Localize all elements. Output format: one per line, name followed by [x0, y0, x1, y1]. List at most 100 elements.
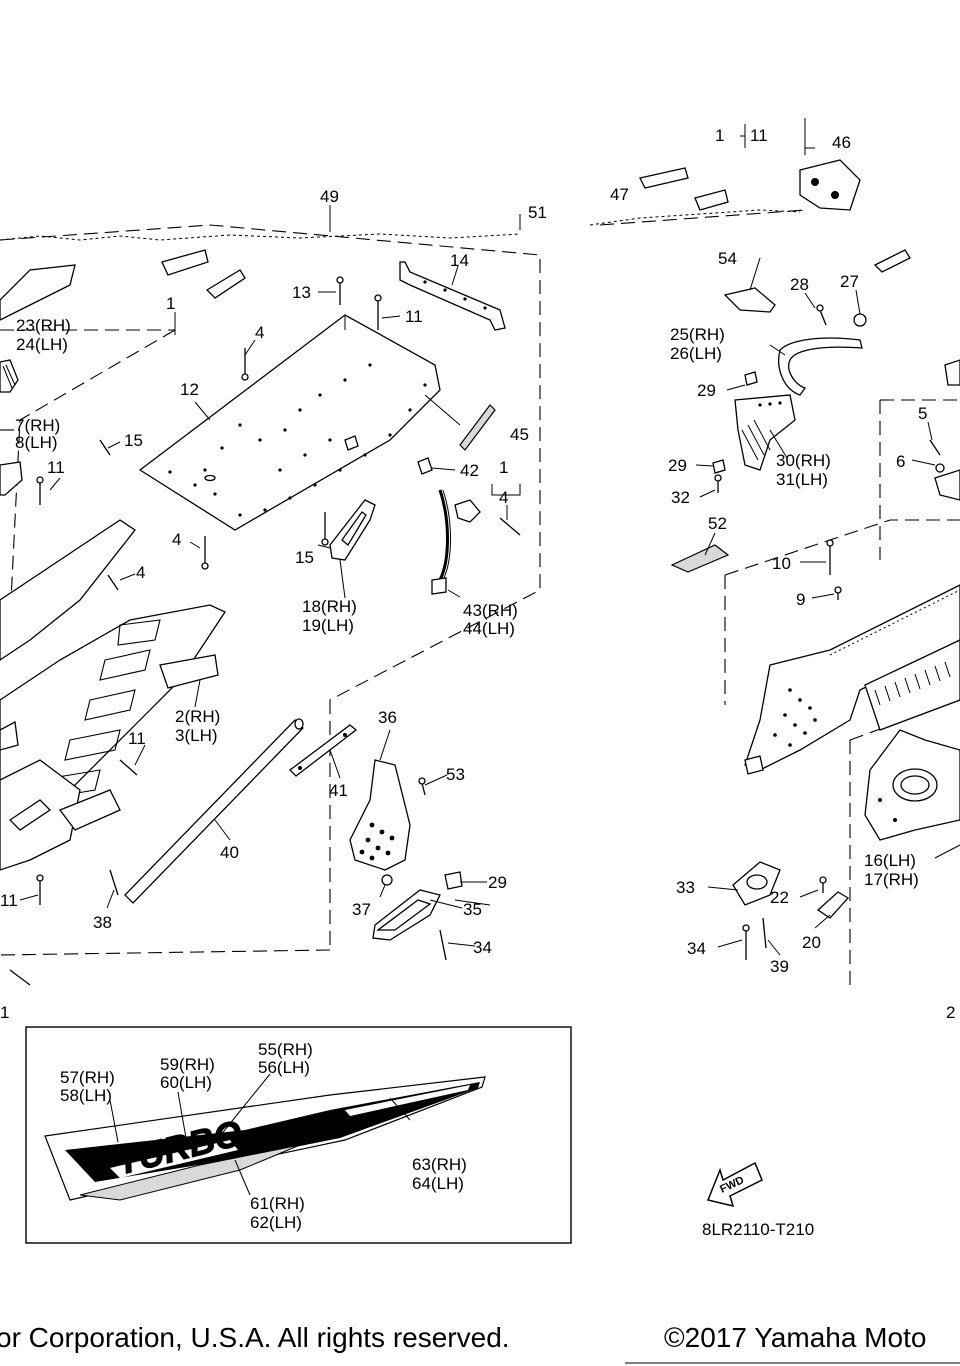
bracket-14: [399, 261, 506, 331]
decal-subtext: 129: [315, 1110, 340, 1130]
callout-18-rh: 18(RH): [302, 597, 357, 616]
rail-41: [289, 724, 358, 777]
callout-36: 36: [378, 708, 397, 727]
callout-39: 39: [770, 957, 789, 976]
callout-20: 20: [802, 933, 821, 952]
callout-28: 28: [790, 275, 809, 294]
callout-29: 29: [668, 456, 687, 475]
callout-5: 5: [918, 404, 927, 423]
callout-35: 35: [463, 900, 482, 919]
callout-34: 34: [687, 939, 706, 958]
callout-26-lh: 26(LH): [670, 344, 722, 363]
callout-38: 38: [93, 913, 112, 932]
right-edge-fragments: [934, 359, 960, 501]
callout-25-rh: 25(RH): [670, 325, 725, 344]
footer-copyright-left: or Corporation, U.S.A. All rights reserv…: [0, 1322, 510, 1353]
callout-1: 1: [0, 1003, 9, 1022]
callout-11: 11: [0, 891, 18, 910]
callout-1: 1: [166, 294, 175, 313]
callout-46: 46: [832, 133, 851, 152]
callout-12: 12: [180, 380, 199, 399]
callout-15: 15: [124, 431, 143, 450]
callout-41: 41: [329, 781, 348, 800]
callout-4: 4: [255, 323, 264, 342]
tunnel-cover-12: [138, 314, 441, 531]
callout-4: 4: [136, 563, 145, 582]
fwd-arrow-icon: FWD: [706, 1161, 763, 1208]
callout-10: 10: [772, 554, 791, 573]
decal-45: [459, 404, 496, 451]
handle-25-26: [778, 337, 863, 396]
callout-3-lh: 3(LH): [175, 726, 218, 745]
callout-17-rh: 17(RH): [864, 870, 919, 889]
callout-32: 32: [671, 488, 690, 507]
plate-33: [732, 861, 781, 906]
callout-14: 14: [450, 251, 469, 270]
bracket-46: [799, 118, 861, 211]
callout-11: 11: [405, 307, 423, 326]
vent-18-19: [329, 499, 376, 561]
callout-45: 45: [510, 425, 529, 444]
callout-8-lh: 8(LH): [15, 433, 58, 452]
callout-44-lh: 44(LH): [463, 619, 515, 638]
callout-29: 29: [488, 873, 507, 892]
callout-22: 22: [770, 888, 789, 907]
diagram-code: 8LR2110-T210: [702, 1220, 815, 1239]
callout-34: 34: [473, 938, 492, 957]
callout-30-rh: 30(RH): [776, 451, 831, 470]
callout-labels: 1 11 46 47 49 51 14 54 28 27 1 13 11 23(…: [0, 126, 955, 1022]
strap-43-44: [431, 489, 481, 595]
callout-54: 54: [718, 249, 737, 268]
rod-40: [124, 718, 304, 904]
pad-52: [670, 544, 730, 573]
callout-63-rh: 63(RH): [412, 1155, 467, 1174]
callout-40: 40: [220, 843, 239, 862]
callout-56-lh: 56(LH): [258, 1058, 310, 1077]
callout-58-lh: 58(LH): [60, 1086, 112, 1105]
cover-panels: [0, 167, 911, 321]
callout-11: 11: [47, 458, 65, 477]
decal-inset: TURBO 129 55(RH) 56(LH) 57(RH) 59(RH) 58…: [25, 1026, 572, 1244]
callout-52: 52: [708, 514, 727, 533]
callout-15: 15: [295, 548, 314, 567]
callout-24-lh: 24(LH): [16, 335, 68, 354]
bracket-30-31: [734, 394, 796, 471]
callout-2-rh: 2(RH): [175, 707, 220, 726]
footer-copyright-right: ©2017 Yamaha Moto: [664, 1322, 927, 1353]
callout-51: 51: [528, 203, 547, 222]
callout-60-lh: 60(LH): [160, 1073, 212, 1092]
callout-29: 29: [697, 381, 716, 400]
callout-13: 13: [292, 283, 311, 302]
callout-2: 2: [946, 1003, 955, 1022]
callout-1: 1: [499, 458, 508, 477]
callout-59-rh: 59(RH): [160, 1055, 215, 1074]
callout-1: 1: [715, 126, 724, 145]
callout-11: 11: [750, 126, 768, 145]
callout-6: 6: [896, 452, 905, 471]
callout-62-lh: 62(LH): [250, 1213, 302, 1232]
callout-47: 47: [610, 185, 629, 204]
callout-49: 49: [320, 187, 339, 206]
callout-64-lh: 64(LH): [412, 1174, 464, 1193]
footrest-bracket-36: [349, 759, 463, 941]
grille-fragment: [0, 359, 19, 393]
callout-7-rh: 7(RH): [15, 416, 60, 435]
callout-43-rh: 43(RH): [463, 601, 518, 620]
callout-23-rh: 23(RH): [16, 316, 71, 335]
callout-61-rh: 61(RH): [250, 1194, 305, 1213]
clip-42: [417, 457, 433, 475]
bracket-16-17: [864, 729, 960, 841]
callout-42: 42: [460, 461, 479, 480]
callout-33: 33: [676, 878, 695, 897]
callout-55-rh: 55(RH): [258, 1040, 313, 1059]
callout-9: 9: [796, 590, 805, 609]
callout-37: 37: [352, 900, 371, 919]
plate-20: [816, 891, 850, 919]
leader-lines: [19, 124, 960, 956]
callout-57-rh: 57(RH): [60, 1068, 115, 1087]
callout-11: 11: [128, 729, 146, 748]
callout-16-lh: 16(LH): [864, 851, 916, 870]
callout-19-lh: 19(LH): [302, 616, 354, 635]
tunnel-frame-right: [744, 584, 960, 775]
